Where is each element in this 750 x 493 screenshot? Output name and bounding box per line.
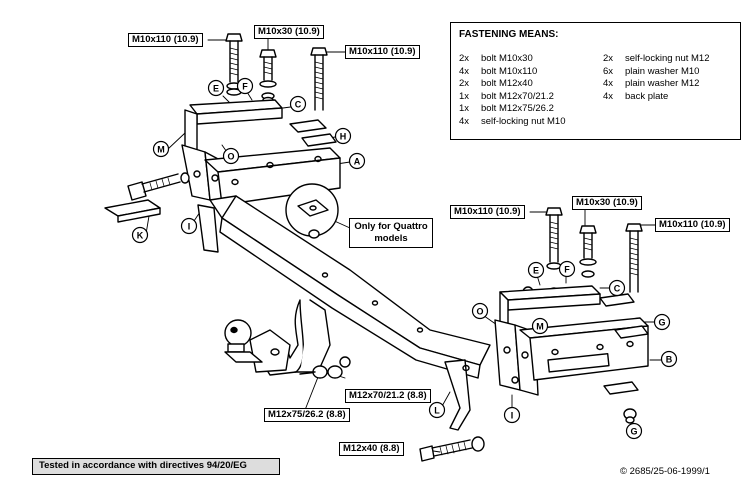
list-item: 4x bolt M10x110 <box>459 66 565 79</box>
svg-text:M: M <box>536 322 544 332</box>
item: plain washer M10 <box>625 65 700 77</box>
qty: 1x <box>459 90 470 102</box>
callout-i-left: I <box>180 217 198 235</box>
list-item: 4x self-locking nut M10 <box>459 116 565 129</box>
label-m10x110-right-a: M10x110 (10.9) <box>450 205 525 219</box>
item: self-locking nut M10 <box>481 115 566 127</box>
bolt-m10x30-left <box>259 49 277 104</box>
svg-text:O: O <box>476 307 483 317</box>
svg-text:G: G <box>630 427 637 437</box>
quattro-note: Only for Quattro models <box>349 218 433 248</box>
callout-k-left: K <box>131 226 149 244</box>
main-crossbar <box>197 195 491 379</box>
list-item: 2x bolt M12x40 <box>459 78 565 91</box>
fastening-means-title: FASTENING MEANS: <box>459 29 559 40</box>
svg-text:C: C <box>295 100 302 110</box>
qty: 1x <box>459 103 470 115</box>
item: bolt M10x110 <box>481 65 538 77</box>
list-item: 4x plain washer M12 <box>603 78 709 91</box>
svg-text:G: G <box>658 318 665 328</box>
fastening-list-right: 2x self-locking nut M12 6x plain washer M1… <box>603 53 709 103</box>
callout-a-left: A <box>348 152 366 170</box>
callout-e-right: E <box>527 261 545 279</box>
bolt-m10x110-right-a <box>545 207 563 270</box>
item: bolt M10x30 <box>481 53 533 64</box>
svg-text:H: H <box>340 132 347 142</box>
callout-m-right: M <box>531 317 549 335</box>
item: bolt M12x70/21.2 <box>481 90 554 102</box>
svg-text:I: I <box>511 411 514 421</box>
callout-f-left: F <box>236 77 254 95</box>
callout-c-right: C <box>608 279 626 297</box>
svg-text:K: K <box>137 231 144 241</box>
callout-i-right: I <box>503 406 521 424</box>
bolt-m10x110-right-b <box>625 223 643 293</box>
fastening-list-left: 2x bolt M10x30 4x bolt M10x110 2x bolt M12x… <box>459 53 565 129</box>
list-item: 6x plain washer M10 <box>603 66 709 79</box>
quattro-note-line2: models <box>374 233 408 244</box>
callout-g-right: G <box>653 313 671 331</box>
callout-g-lower: G <box>625 422 643 440</box>
callout-b-right: B <box>660 350 678 368</box>
tested-directive-note: Tested in accordance with directives 94/… <box>32 458 280 475</box>
qty: 2x <box>459 78 470 90</box>
qty: 4x <box>603 90 614 102</box>
item: self-locking nut M12 <box>625 53 710 64</box>
list-item: 1x bolt M12x70/21.2 <box>459 91 565 104</box>
svg-text:C: C <box>614 284 621 294</box>
list-item: 4x back plate <box>603 91 709 104</box>
svg-text:O: O <box>227 152 234 162</box>
callout-c-left: C <box>289 95 307 113</box>
callout-l-right: L <box>428 401 446 419</box>
label-m10x30-left: M10x30 (10.9) <box>254 25 324 39</box>
label-m12x70: M12x70/21.2 (8.8) <box>345 389 431 403</box>
label-m12x75: M12x75/26.2 (8.8) <box>264 408 350 422</box>
list-item: 1x bolt M12x75/26.2 <box>459 103 565 116</box>
label-m12x40: M12x40 (8.8) <box>339 442 404 456</box>
item: bolt M12x40 <box>481 78 533 90</box>
callout-m-left: M <box>152 140 170 158</box>
item: plain washer M12 <box>625 78 700 90</box>
svg-text:F: F <box>242 82 248 92</box>
qty: 6x <box>603 65 614 77</box>
svg-text:L: L <box>434 406 440 416</box>
label-m10x110-left-b: M10x110 (10.9) <box>345 45 420 59</box>
callout-h-left: H <box>334 127 352 145</box>
label-m10x110-left-a: M10x110 (10.9) <box>128 33 203 47</box>
callout-o-left: O <box>222 147 240 165</box>
list-item: 2x self-locking nut M12 <box>603 53 709 66</box>
bolt-m10x30-right <box>579 225 597 278</box>
left-bracket-assembly <box>104 33 341 239</box>
part-letter-callouts: E F C H A M O K I E F C G B O M L I G <box>131 77 678 440</box>
qty: 4x <box>459 65 470 77</box>
fastening-means-box: FASTENING MEANS: 2x bolt M10x30 4x bolt M1… <box>450 22 741 140</box>
copyright-text: © 2685/25-06-1999/1 <box>620 466 710 477</box>
qty: 2x <box>603 53 614 64</box>
svg-text:E: E <box>533 266 539 276</box>
quattro-note-line1: Only for Quattro <box>354 221 428 232</box>
callout-o-right: O <box>471 302 489 320</box>
qty: 2x <box>459 53 470 64</box>
qty: 4x <box>603 78 614 90</box>
callout-e-left: E <box>207 79 225 97</box>
svg-text:A: A <box>354 157 361 167</box>
bolt-m10x110-left-b <box>310 47 328 111</box>
list-item: 2x bolt M10x30 <box>459 53 565 66</box>
label-m10x110-right-b: M10x110 (10.9) <box>655 218 730 232</box>
svg-text:I: I <box>188 222 191 232</box>
svg-text:M: M <box>157 145 165 155</box>
callout-f-right: F <box>558 260 576 278</box>
right-bracket-assembly <box>419 207 649 462</box>
item: bolt M12x75/26.2 <box>481 103 554 115</box>
svg-text:B: B <box>666 355 673 365</box>
svg-text:E: E <box>213 84 219 94</box>
svg-text:F: F <box>564 265 570 275</box>
item: back plate <box>625 90 669 102</box>
label-m10x30-right: M10x30 (10.9) <box>572 196 642 210</box>
qty: 4x <box>459 115 470 127</box>
